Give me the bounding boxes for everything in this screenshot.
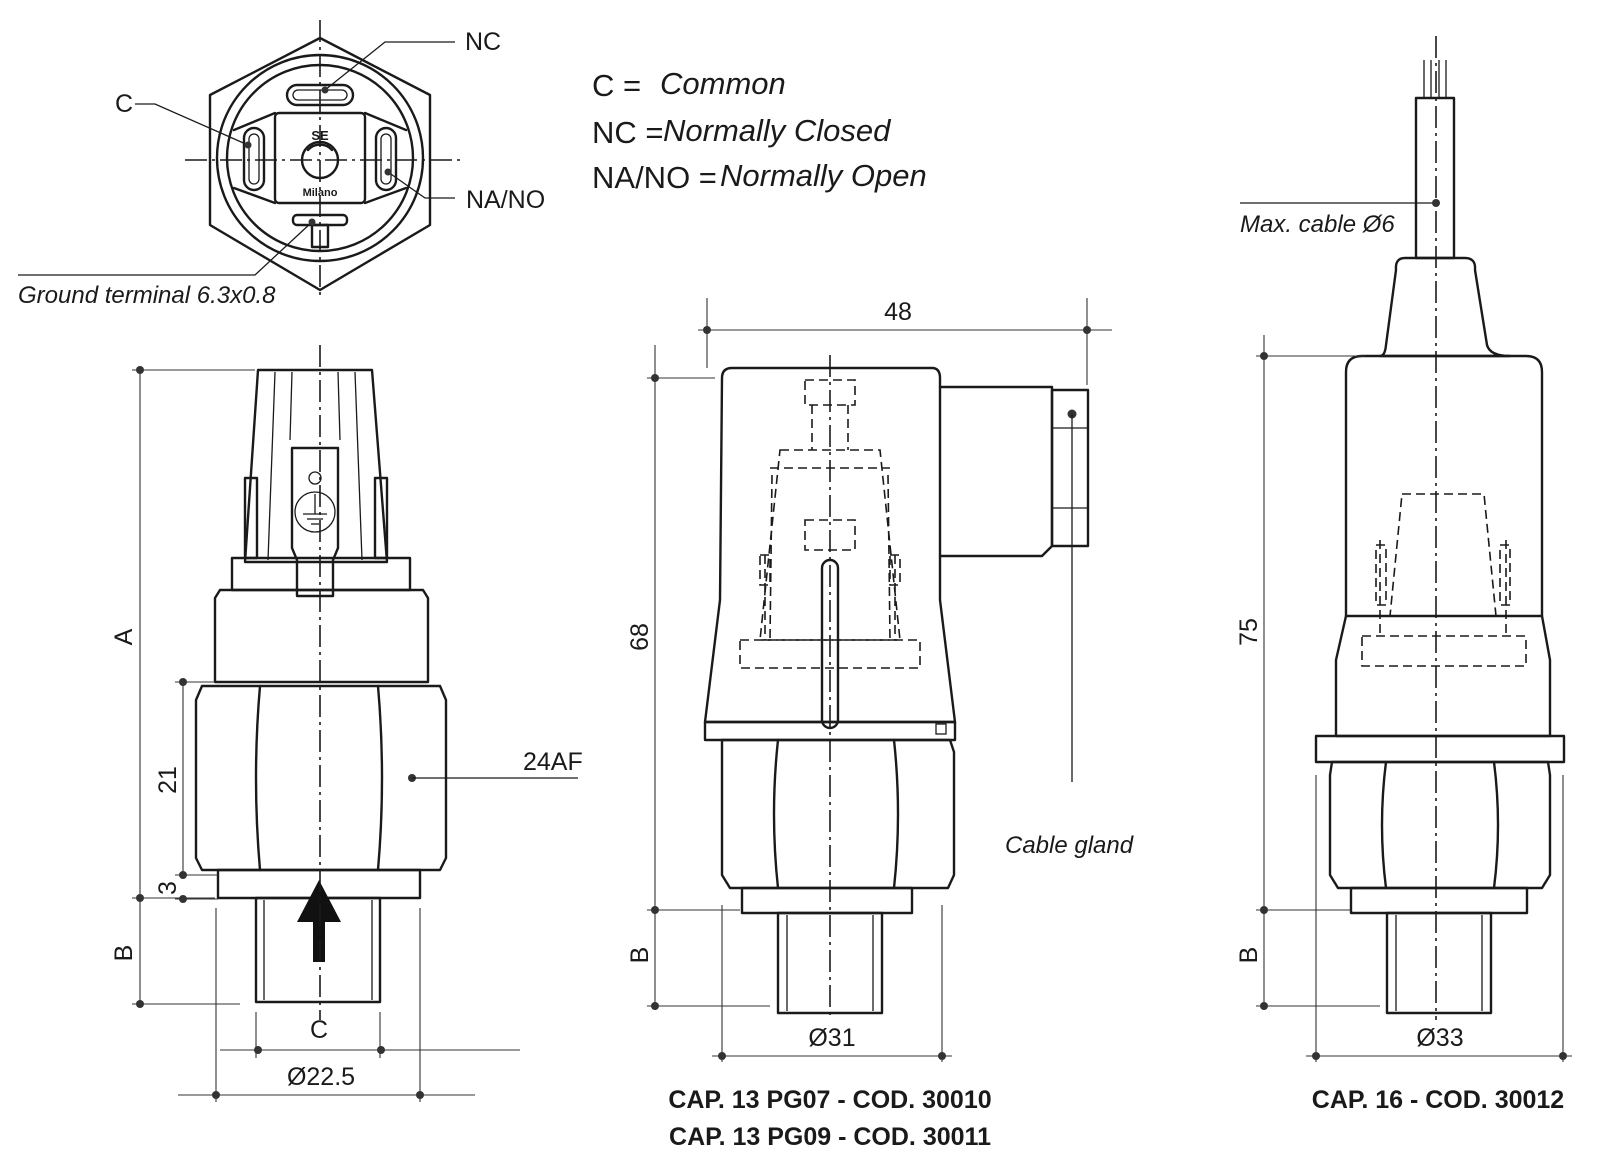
pressure-arrow: [313, 920, 325, 962]
dim-75: 75: [1235, 618, 1263, 646]
dim-diameter-middle: Ø31: [808, 1024, 855, 1052]
caption-pg09: CAP. 13 PG09 - COD. 30011: [669, 1123, 991, 1151]
label-24af: 24AF: [523, 748, 583, 776]
legend-meaning-c: Common: [660, 66, 786, 101]
legend-code-c: C =: [592, 68, 641, 103]
label-nc: NC: [465, 28, 501, 56]
legend-code-nc: NC =: [592, 115, 664, 150]
legend: C = Common NC = Normally Closed NA/NO = …: [592, 66, 927, 195]
dim-b-left: B: [110, 945, 138, 962]
hex-outline: [208, 36, 432, 292]
dim-b-middle: B: [626, 947, 654, 964]
label-cable-gland: Cable gland: [1005, 832, 1134, 859]
dim-21: 21: [154, 766, 182, 794]
no-terminal-slot: [374, 126, 398, 192]
label-na-no: NA/NO: [466, 186, 545, 214]
middle-side-view: Cable gland 48 68 B Ø31 CAP. 13 PG07 - C…: [626, 298, 1134, 1151]
hex-nut: [194, 684, 448, 872]
label-max-cable: Max. cable Ø6: [1240, 211, 1395, 238]
dim-b-right: B: [1235, 947, 1263, 964]
label-c: C: [115, 90, 133, 118]
legend-code-no: NA/NO =: [592, 160, 717, 195]
ground-tab: [290, 446, 340, 598]
caption-pg07: CAP. 13 PG07 - COD. 30010: [668, 1086, 991, 1114]
left-side-view: 24AF A 21 3 B C Ø22.5: [110, 345, 583, 1102]
dim-c: C: [310, 1016, 328, 1044]
right-side-view: Max. cable Ø6 75 B Ø33 CAP. 16 - COD. 30…: [1235, 36, 1572, 1114]
legend-meaning-no: Normally Open: [720, 158, 927, 193]
dim-68: 68: [626, 623, 654, 651]
c-terminal-slot: [242, 126, 266, 192]
dim-3: 3: [154, 881, 182, 895]
dim-a: A: [110, 628, 138, 645]
caption-30012: CAP. 16 - COD. 30012: [1312, 1086, 1564, 1114]
label-ground-terminal: Ground terminal 6.3x0.8: [18, 282, 276, 309]
dim-diameter-right: Ø33: [1416, 1024, 1463, 1052]
legend-meaning-nc: Normally Closed: [663, 113, 892, 148]
brand-bottom: Milano: [303, 187, 338, 199]
dim-48: 48: [884, 298, 912, 326]
connector-top-view: SE Milano NC C NA/NO Ground terminal 6.3…: [18, 20, 545, 309]
dim-diameter-left: Ø22.5: [287, 1063, 355, 1091]
